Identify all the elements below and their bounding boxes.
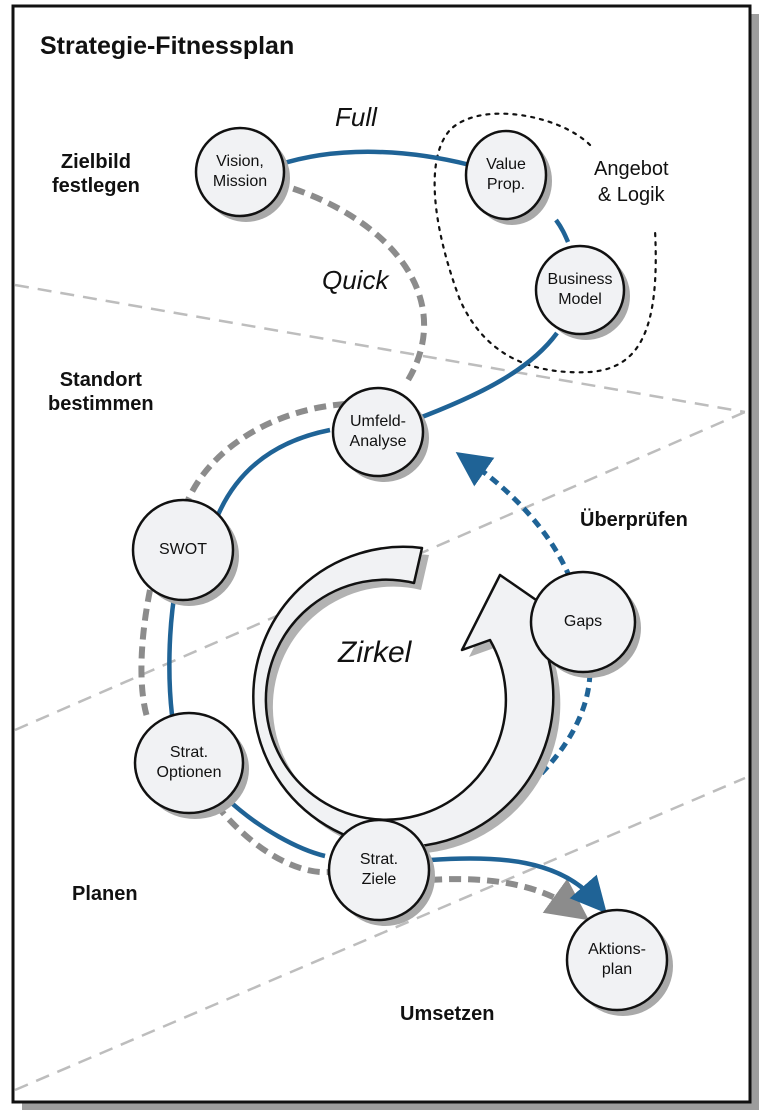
full-path-optionen-ziele [223, 795, 326, 859]
node-label-line: Strat. [169, 744, 209, 761]
node-label-line: Prop. [486, 176, 526, 193]
group-label-angebot-logik: Angebot & Logik [594, 156, 669, 208]
node-label-line: Model [558, 291, 602, 308]
node-label-line: Mission [212, 173, 268, 190]
phase-label-standort: Standort bestimmen [48, 368, 154, 416]
node-label-vision: Vision, Mission [213, 152, 267, 192]
cycle-label: Zirkel [338, 636, 412, 669]
group-label-line: Angebot [594, 158, 669, 180]
phase-label-ueberpruefen: Überprüfen [580, 509, 688, 531]
node-umfeld [331, 386, 425, 478]
phase-label-line: Zielbild [60, 151, 131, 173]
node-label-line: Analyse [349, 433, 407, 450]
phase-label-line: festlegen [52, 175, 140, 197]
node-label-line: Aktions- [588, 941, 646, 958]
phase-label-line: bestimmen [48, 393, 154, 415]
node-vision [194, 126, 286, 218]
node-label-swot: SWOT [159, 540, 207, 560]
node-label-line: plan [601, 961, 633, 978]
node-label-ziele: Strat. Ziele [360, 850, 398, 890]
node-swot [131, 498, 235, 602]
node-label-gaps: Gaps [564, 612, 602, 632]
node-label-optionen: Strat. Optionen [157, 743, 222, 783]
divider-planen-umsetzen [14, 776, 746, 1092]
node-gaps [529, 570, 637, 674]
node-label-line: Business [547, 271, 613, 288]
node-label-line: SWOT [159, 541, 207, 558]
node-aktion [565, 908, 669, 1012]
full-path-ziele-aktion [429, 856, 607, 914]
path-label-full: Full [335, 102, 377, 132]
phase-label-zielbild: Zielbild festlegen [52, 150, 140, 198]
node-label-line: Vision, [216, 153, 264, 170]
path-label-quick: Quick [322, 265, 389, 295]
full-path-business-umfeld [413, 331, 559, 423]
node-label-line: Umfeld- [349, 413, 407, 430]
full-path-vision-value [277, 149, 471, 168]
angebot-logik-boundary [433, 112, 657, 374]
quick-path-vision-umfeld [274, 180, 427, 387]
quick-path-ziele-aktion [429, 876, 590, 921]
quick-path-umfeld-swot [185, 401, 346, 502]
node-optionen [133, 711, 245, 815]
node-label-line: Ziele [361, 871, 397, 888]
full-path-value-business [554, 218, 571, 243]
phase-label-planen: Planen [72, 883, 138, 905]
node-business [534, 244, 626, 336]
phase-label-umsetzen: Umsetzen [400, 1003, 495, 1025]
divider-zielbild-standort [14, 283, 746, 414]
review-path-gaps-umfeld [455, 451, 573, 579]
group-label-line: & Logik [597, 184, 665, 206]
node-label-line: Strat. [359, 851, 399, 868]
page-title: Strategie-Fitnessplan [40, 32, 295, 60]
full-path-umfeld-swot [215, 427, 331, 516]
node-label-line: Gaps [563, 613, 603, 630]
phase-label-line: Standort [59, 369, 142, 391]
node-value [464, 129, 548, 221]
quick-path-swot-optionen [138, 589, 153, 721]
node-ziele [327, 818, 431, 922]
node-label-line: Value [486, 156, 526, 173]
node-label-line: Optionen [156, 764, 222, 781]
node-label-umfeld: Umfeld- Analyse [350, 412, 407, 452]
node-label-aktion: Aktions-plan [588, 940, 646, 980]
